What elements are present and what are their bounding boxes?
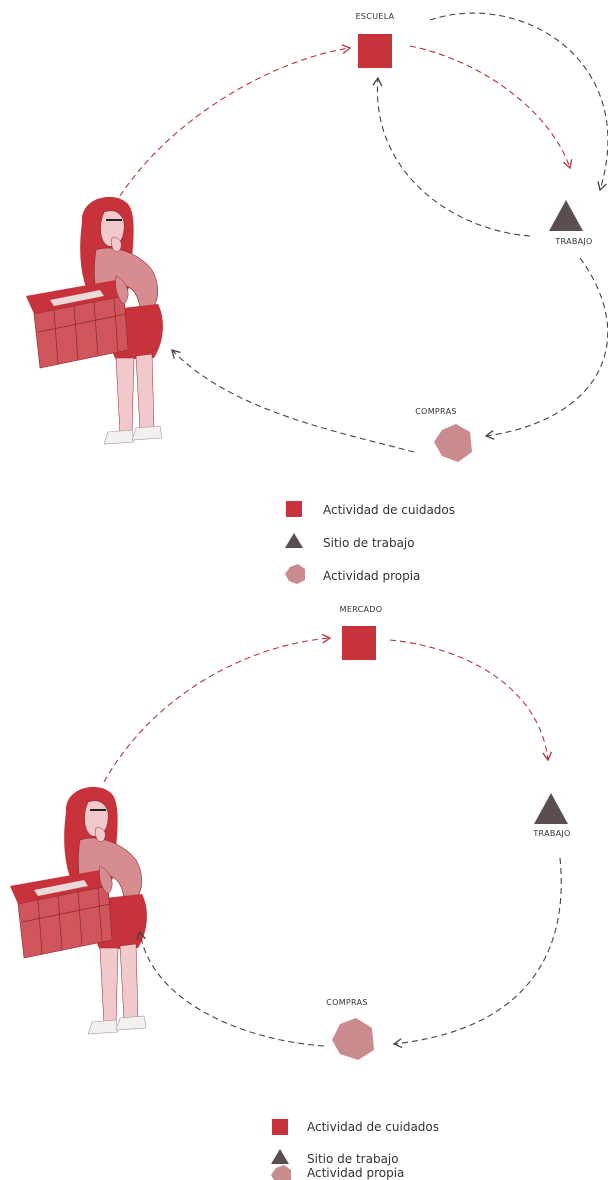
own-node-label: COMPRAS xyxy=(415,407,457,416)
route-own-to-home xyxy=(136,930,325,1047)
legend-label: Actividad propia xyxy=(307,1166,404,1180)
legend-hexagon-icon xyxy=(285,564,305,584)
legend-bottom: Actividad de cuidados Sitio de trabajo A… xyxy=(271,1119,439,1180)
legend-label: Actividad de cuidados xyxy=(323,503,455,517)
legend-square-icon xyxy=(272,1119,288,1135)
route-care-to-work xyxy=(409,45,573,170)
woman-with-crate-illustration xyxy=(25,195,164,445)
route-care-to-work-outer xyxy=(429,12,608,192)
care-node-label: MERCADO xyxy=(340,605,383,614)
work-triangle-icon xyxy=(549,200,583,231)
care-square-icon xyxy=(342,626,376,660)
legend-top: Actividad de cuidados Sitio de trabajo A… xyxy=(285,501,455,584)
woman-with-crate-illustration xyxy=(9,785,148,1035)
care-node-label: ESCUELA xyxy=(356,12,395,21)
legend-label: Actividad propia xyxy=(323,569,420,583)
work-node-label: TRABAJO xyxy=(532,829,570,838)
route-work-to-own xyxy=(392,857,562,1049)
legend-label: Sitio de trabajo xyxy=(307,1152,399,1166)
route-own-to-home xyxy=(171,349,415,453)
legend-label: Sitio de trabajo xyxy=(323,536,415,550)
legend-label: Actividad de cuidados xyxy=(307,1120,439,1134)
own-node-label: COMPRAS xyxy=(326,998,368,1007)
own-hexagon-icon xyxy=(332,1018,374,1060)
top-diagram: ESCUELA TRABAJO COMPRAS Actividad de cui… xyxy=(25,12,608,584)
route-work-to-care xyxy=(372,76,531,237)
route-care-to-work xyxy=(389,639,553,762)
legend-triangle-icon xyxy=(271,1149,289,1164)
bottom-diagram: MERCADO TRABAJO COMPRAS Actividad de cui… xyxy=(9,605,570,1180)
legend-square-icon xyxy=(286,501,302,517)
route-home-to-care xyxy=(103,633,332,783)
work-triangle-icon xyxy=(534,793,568,824)
legend-triangle-icon xyxy=(285,533,303,548)
route-work-to-own xyxy=(484,257,608,440)
legend-hexagon-icon xyxy=(271,1165,291,1180)
own-hexagon-icon xyxy=(434,424,472,462)
route-home-to-care xyxy=(119,44,352,197)
work-node-label: TRABAJO xyxy=(554,237,592,246)
care-square-icon xyxy=(358,34,392,68)
